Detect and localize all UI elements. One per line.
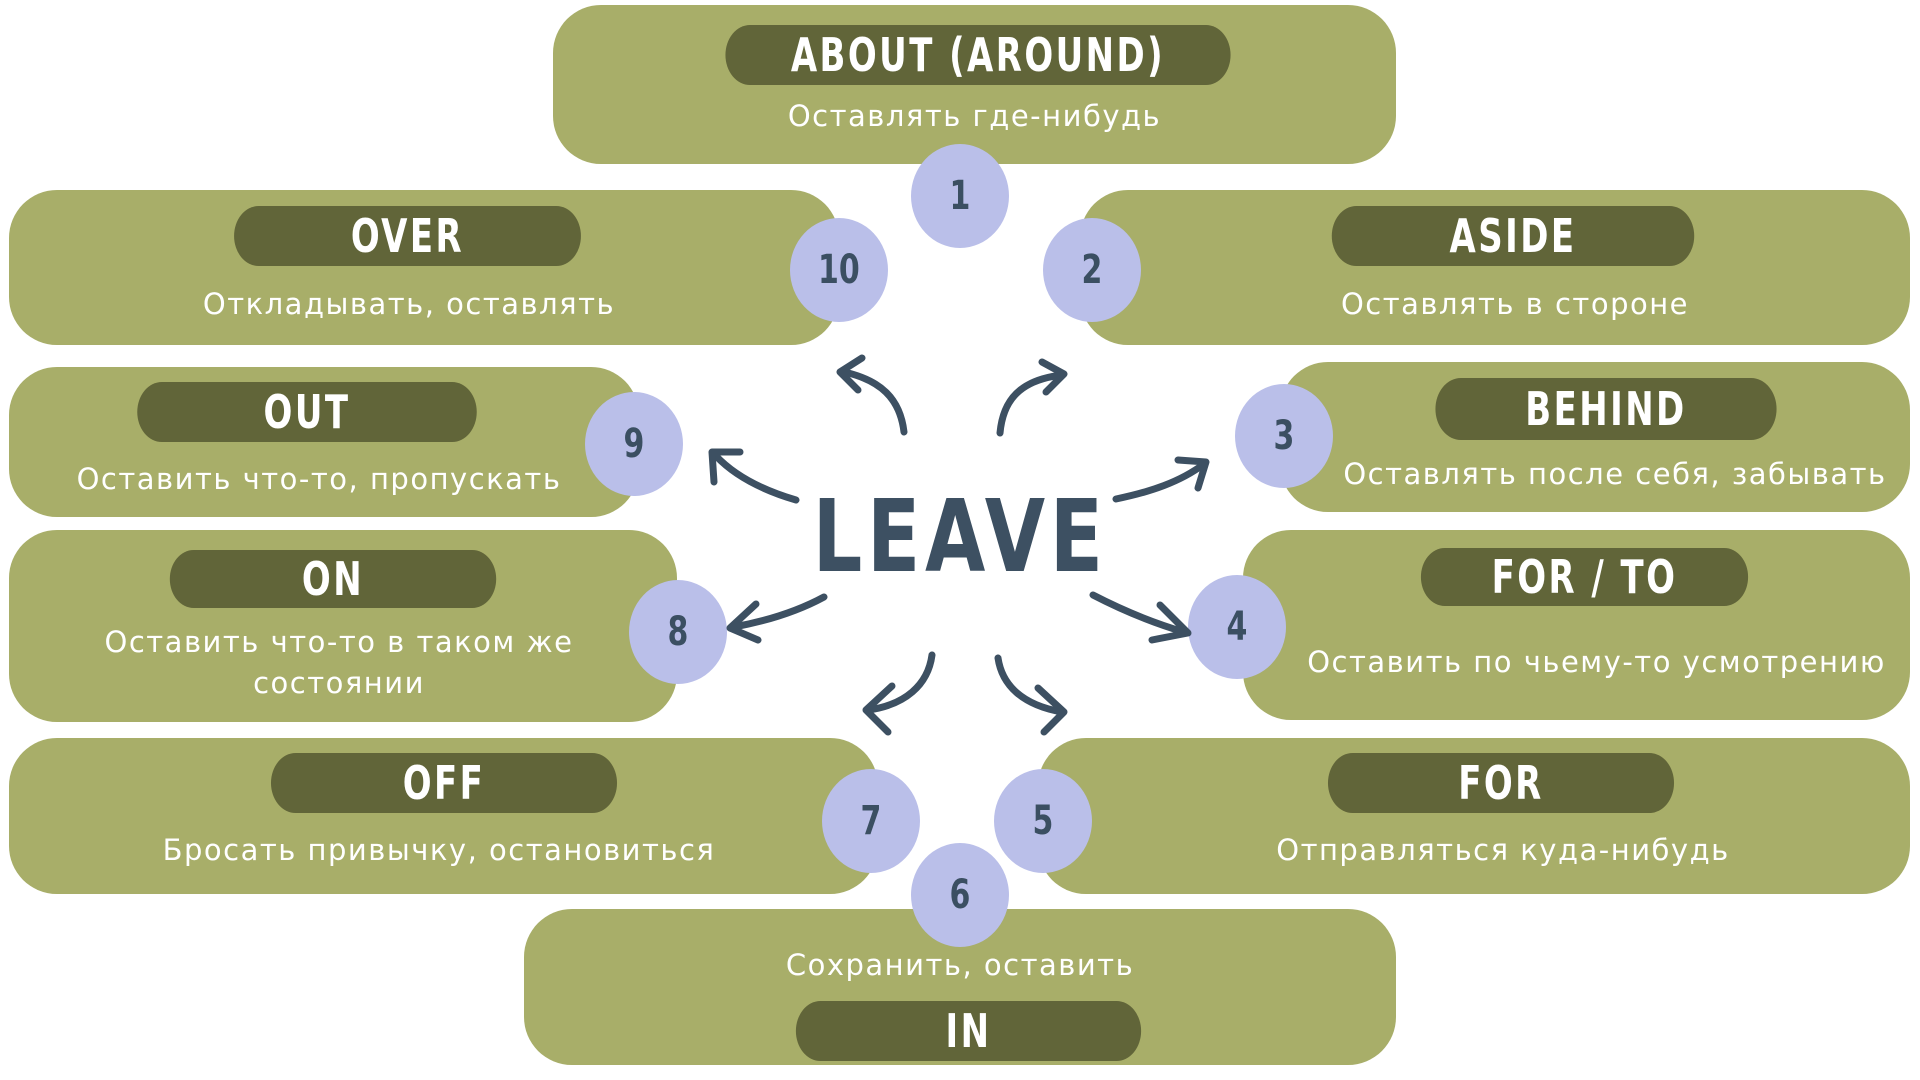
- card-on: ON Оставить что-то в таком же состоянии: [9, 530, 677, 722]
- arrow-icon: [708, 448, 800, 504]
- number-text: 10: [818, 247, 860, 293]
- preposition-label: BEHIND: [1435, 378, 1777, 440]
- number-badge-7: 7: [822, 769, 920, 873]
- preposition-label: ON: [169, 550, 497, 608]
- arrow-icon: [996, 358, 1068, 437]
- meaning-text: Откладывать, оставлять: [202, 287, 616, 321]
- center-word: LEAVE: [812, 478, 1102, 595]
- number-badge-2: 2: [1043, 218, 1141, 322]
- preposition-label: FOR: [1327, 753, 1675, 813]
- number-badge-1: 1: [911, 144, 1009, 248]
- number-text: 8: [667, 609, 689, 655]
- preposition-label: OVER: [234, 206, 581, 266]
- number-text: 9: [623, 421, 645, 467]
- preposition-label: IN: [795, 1001, 1142, 1061]
- arrow-icon: [862, 651, 936, 736]
- number-text: 6: [949, 872, 971, 918]
- meaning-text: Оставить что-то, пропускать: [76, 462, 562, 496]
- number-text: 5: [1032, 798, 1054, 844]
- number-text: 1: [949, 173, 971, 219]
- arrow-icon: [726, 593, 828, 644]
- meaning-text: Оставить что-то в таком же состоянии: [104, 625, 574, 700]
- card-for-to: FOR / TO Оставить по чьему-то усмотрению: [1243, 530, 1910, 720]
- number-badge-5: 5: [994, 769, 1092, 873]
- preposition-label: ABOUT (AROUND): [725, 25, 1231, 85]
- meaning-text: Бросать привычку, остановиться: [162, 833, 716, 867]
- meaning-text: Отправляться куда-нибудь: [1276, 833, 1730, 867]
- number-badge-9: 9: [585, 392, 683, 496]
- number-badge-4: 4: [1188, 575, 1286, 679]
- card-behind: BEHIND Оставлять после себя, забывать: [1280, 362, 1910, 512]
- number-text: 4: [1226, 604, 1248, 650]
- number-badge-6: 6: [911, 843, 1009, 947]
- card-for: FOR Отправляться куда-нибудь: [1038, 738, 1910, 894]
- preposition-label: OUT: [137, 382, 477, 442]
- number-text: 2: [1081, 247, 1103, 293]
- arrow-icon: [836, 354, 908, 436]
- meaning-text: Оставлять после себя, забывать: [1343, 457, 1887, 491]
- arrow-icon: [1089, 591, 1192, 644]
- number-badge-8: 8: [629, 580, 727, 684]
- card-off: OFF Бросать привычку, остановиться: [9, 738, 878, 894]
- preposition-label: FOR / TO: [1420, 548, 1749, 606]
- card-over: OVER Откладывать, оставлять: [9, 190, 839, 345]
- meaning-text: Оставить по чьему-то усмотрению: [1307, 645, 1886, 679]
- meaning-text: Оставлять в стороне: [1340, 287, 1690, 321]
- number-badge-10: 10: [790, 218, 888, 322]
- number-badge-3: 3: [1235, 384, 1333, 488]
- meaning-text: Сохранить, оставить: [785, 948, 1135, 982]
- preposition-label: OFF: [270, 753, 618, 813]
- arrow-icon: [1112, 456, 1210, 503]
- number-text: 7: [860, 798, 882, 844]
- preposition-label: ASIDE: [1331, 206, 1695, 266]
- arrow-icon: [994, 654, 1068, 736]
- card-out: OUT Оставить что-то, пропускать: [9, 367, 639, 517]
- card-about-around: ABOUT (AROUND) Оставлять где-нибудь: [553, 5, 1396, 164]
- card-aside: ASIDE Оставлять в стороне: [1080, 190, 1910, 345]
- meaning-text: Оставлять где-нибудь: [787, 99, 1162, 133]
- center-word-text: LEAVE: [812, 477, 1108, 595]
- number-text: 3: [1273, 413, 1295, 459]
